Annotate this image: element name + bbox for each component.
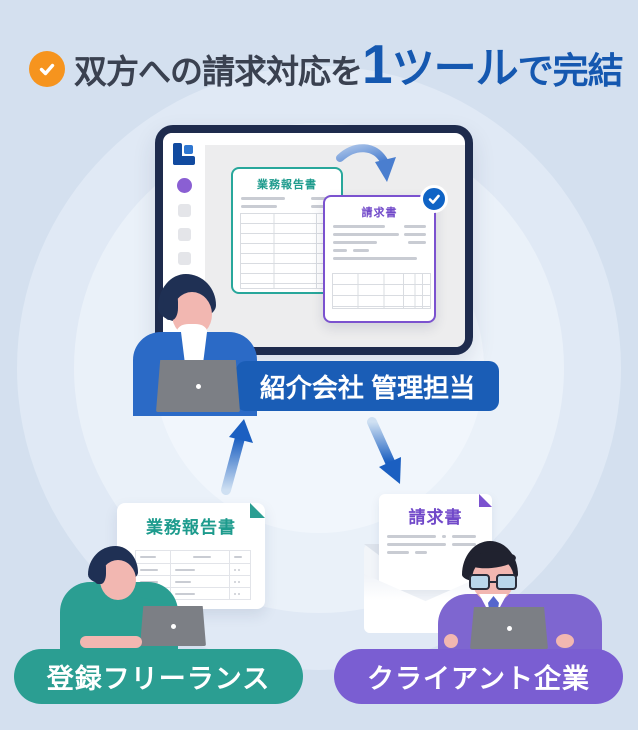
freelancer-person-face — [100, 560, 136, 600]
admin-role-label: 紹介会社 管理担当 — [236, 361, 499, 411]
invoice-card: 請求書 — [323, 195, 436, 323]
freelancer-person-hair-side — [93, 558, 106, 584]
admin-person-hair-side — [163, 290, 178, 320]
freelancer-label: 登録フリーランス — [14, 649, 303, 704]
client-person-hand — [444, 634, 458, 648]
flow-curved-arrow-icon — [336, 144, 396, 182]
app-logo-icon — [173, 143, 195, 165]
title-word: ツール — [391, 45, 519, 93]
freelancer-report-title: 業務報告書 — [146, 518, 236, 537]
sidebar-active-dot — [176, 178, 192, 193]
arrow-up-icon — [221, 419, 253, 495]
invoice-line-row — [325, 233, 434, 236]
freelancer-person-hands — [80, 636, 142, 648]
page-title: 双方への請求対応を1ツールで完結 — [74, 32, 624, 96]
check-circle-icon — [29, 51, 65, 87]
invoice-mini-table — [332, 273, 431, 309]
client-invoice-line-row — [379, 551, 492, 554]
client-invoice-line-row — [379, 535, 492, 538]
client-invoice-title: 請求書 — [408, 508, 463, 527]
app-screen: 業務報告書 請求書 — [163, 133, 465, 347]
client-invoice-line-row — [379, 543, 492, 546]
client-label: クライアント企業 — [334, 649, 623, 704]
report-line-row — [233, 205, 341, 208]
title-suffix: で完結 — [517, 50, 624, 91]
report-mini-table — [240, 213, 338, 289]
title-number: 1 — [362, 33, 393, 95]
sidebar-menu-item — [177, 204, 191, 217]
invoice-line-row — [325, 249, 434, 252]
report-card-title: 業務報告書 — [257, 179, 317, 191]
title-prefix: 双方への請求対応を — [74, 53, 363, 90]
admin-laptop — [156, 360, 240, 412]
invoice-line-row — [325, 225, 434, 228]
sidebar-menu-item — [177, 228, 191, 241]
client-person-hand — [556, 634, 574, 648]
folded-corner-icon — [479, 494, 492, 507]
arrow-down-icon — [367, 417, 401, 484]
report-line-row — [233, 197, 341, 200]
sidebar-menu-item — [177, 252, 191, 265]
glasses-icon — [469, 574, 517, 590]
freelancer-laptop — [140, 606, 206, 646]
invoice-divider-row — [325, 257, 434, 260]
client-laptop — [470, 607, 548, 649]
folded-corner-icon — [250, 503, 265, 518]
invoice-line-row — [325, 241, 434, 244]
invoice-card-title: 請求書 — [361, 207, 398, 219]
check-badge-icon — [420, 185, 448, 213]
